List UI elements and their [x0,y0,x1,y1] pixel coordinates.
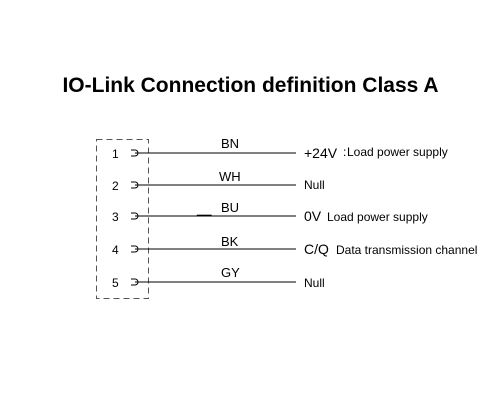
pin-number: 3 [112,210,119,224]
pin-row: 1 BN +24V : Load power supply [112,136,448,161]
wire-color-label: BK [221,234,239,249]
pin-description: Null [304,178,325,192]
wire-color-prefix: __ [196,201,212,216]
signal-label: C/Q [304,241,329,257]
pin-description: Load power supply [347,145,448,159]
wire-color-label: WH [219,169,241,184]
separator-mark: : [343,145,346,159]
signal-label: +24V [304,145,338,161]
pin-number: 1 [112,147,119,161]
pin-row: 5 GY Null [112,265,325,290]
pin-number: 2 [112,179,119,193]
pin-description: Data transmission channel [336,243,477,257]
pin-row: 2 WH Null [112,169,325,193]
pin-description: Load power supply [327,210,428,224]
diagram-title: IO-Link Connection definition Class A [62,74,439,97]
pin-number: 4 [112,243,119,257]
wire-color-label: BU [221,200,239,215]
wire-color-label: GY [221,265,240,280]
pin-row: 3 __ BU 0V Load power supply [112,200,428,224]
pin-description: Null [304,276,325,290]
pin-number: 5 [112,276,119,290]
pin-row: 4 BK C/Q Data transmission channel [112,234,477,257]
signal-label: 0V [304,208,322,224]
connector-housing [96,139,149,299]
wire-color-label: BN [221,136,239,151]
